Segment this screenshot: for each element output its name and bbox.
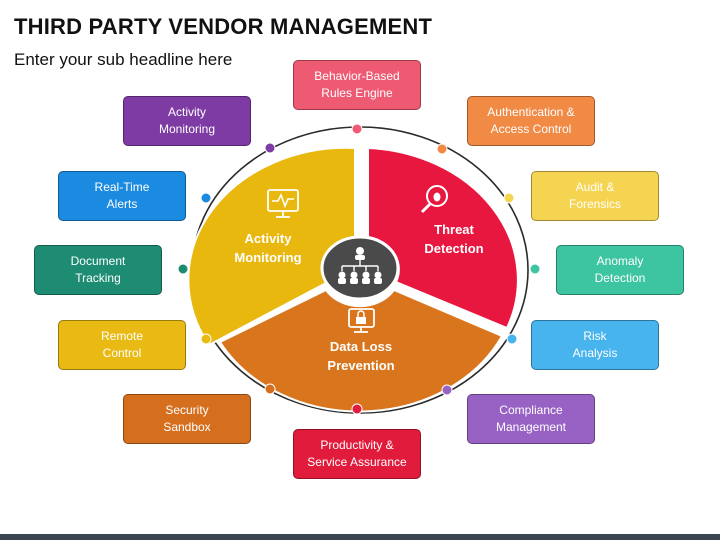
item-box-risk-analysis: Risk Analysis [531, 320, 659, 370]
lock-screen-icon [348, 308, 375, 333]
page-title: THIRD PARTY VENDOR MANAGEMENT [14, 14, 433, 39]
item-box-authentication-access-control: Authentication & Access Control [467, 96, 595, 146]
item-box-anomaly-detection: Anomaly Detection [556, 245, 684, 295]
segment-label-data-loss-prevention: Data Loss Prevention [327, 339, 395, 373]
segment-label-activity-monitoring: Activity Monitoring [234, 231, 302, 265]
ring-dot [200, 192, 212, 204]
ring-dot [529, 263, 541, 275]
segment-label-threat-detection: Threat Detection [424, 222, 484, 256]
ring-dot [351, 403, 363, 415]
ring-dot [436, 143, 448, 155]
item-box-security-sandbox: Security Sandbox [123, 394, 251, 444]
ring-dot [177, 263, 189, 275]
monitor-pulse-icon [267, 189, 299, 218]
item-box-activity-monitoring: Activity Monitoring [123, 96, 251, 146]
item-box-remote-control: Remote Control [58, 320, 186, 370]
item-box-productivity-service-assurance: Productivity & Service Assurance [293, 429, 421, 479]
ring-dot [200, 333, 212, 345]
item-box-audit-forensics: Audit & Forensics [531, 171, 659, 221]
hub-circle [320, 235, 400, 301]
ring-dot [264, 383, 276, 395]
org-chart-icon [338, 247, 382, 284]
item-box-real-time-alerts: Real-Time Alerts [58, 171, 186, 221]
ring-connector-dots [177, 123, 541, 415]
bug-magnifier-icon [420, 185, 448, 214]
ring-dot [506, 333, 518, 345]
ring-dot [351, 123, 363, 135]
item-box-behavior-based-rules-engine: Behavior-Based Rules Engine [293, 60, 421, 110]
ring-dot [441, 384, 453, 396]
item-box-document-tracking: Document Tracking [34, 245, 162, 295]
bottom-bar [0, 534, 720, 540]
item-box-compliance-management: Compliance Management [467, 394, 595, 444]
segment-data-loss-prevention [218, 288, 504, 413]
ring-dot [264, 142, 276, 154]
ring-dot [503, 192, 515, 204]
page-subtitle: Enter your sub headline here [14, 50, 233, 69]
